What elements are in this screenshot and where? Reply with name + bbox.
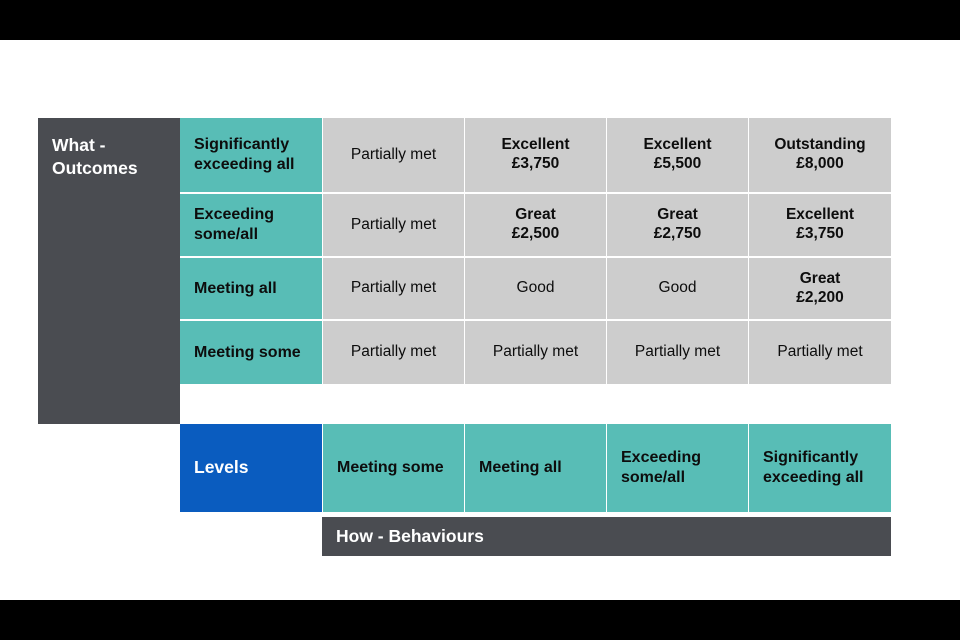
level-cell-2-line1: Meeting all [479,459,562,477]
matrix-cell-r2c4: Excellent £3,750 [749,194,891,256]
matrix-cell-r1c1: Partially met [323,118,464,192]
levels-row-label: Levels [180,424,322,512]
what-outcomes-line1: What - [52,135,106,155]
matrix-cell-r4c3-rating: Partially met [634,343,721,361]
matrix-cell-r1c4-rating: Outstanding [774,136,866,154]
levels-label-text: Levels [194,457,249,478]
matrix-cell-r4c2: Partially met [465,321,606,384]
outcome-label-exceeding-some-all: Exceeding some/all [180,194,322,256]
matrix-cell-r2c2-rating: Great [515,206,556,224]
how-behaviours-text: How - Behaviours [336,526,484,546]
matrix-cell-r1c3: Excellent £5,500 [607,118,748,192]
matrix-cell-r1c2: Excellent £3,750 [465,118,606,192]
outcome-label-meeting-all: Meeting all [180,258,322,319]
how-behaviours-axis-label: How - Behaviours [322,517,891,556]
outcome-label-significantly-exceeding-all: Significantly exceeding all [180,118,322,192]
outcome-label-row3-line1: Meeting all [194,279,277,297]
level-cell-1-line1: Meeting some [337,459,444,477]
matrix-cell-r4c2-rating: Partially met [492,343,579,361]
outcome-label-row2-line1: Exceeding [194,206,275,224]
matrix-cell-r2c1: Partially met [323,194,464,256]
level-cell-4-line1: Significantly [763,449,859,467]
matrix-cell-r3c3-rating: Good [658,279,697,297]
matrix-cell-r2c4-amount: £3,750 [796,225,844,242]
level-cell-3-line1: Exceeding [621,449,702,467]
outcome-label-row4-line1: Meeting some [194,343,301,361]
matrix-cell-r2c1-rating: Partially met [350,215,437,233]
matrix-cell-r1c3-rating: Excellent [643,136,712,154]
matrix-cell-r1c1-rating: Partially met [350,145,437,163]
matrix-cell-r4c1-rating: Partially met [350,343,437,361]
outcome-label-row1-line2: exceeding all [194,156,295,173]
level-cell-meeting-some: Meeting some [323,424,464,512]
what-outcomes-axis-label: What - Outcomes [38,118,180,424]
level-cell-significantly-exceeding-all: Significantly exceeding all [749,424,891,512]
matrix-cell-r2c4-rating: Excellent [785,206,855,224]
level-cell-exceeding-some-all: Exceeding some/all [607,424,748,512]
matrix-cell-r3c1: Partially met [323,258,464,319]
matrix-cell-r3c4-rating: Great [799,269,841,287]
matrix-cell-r1c3-amount: £5,500 [653,155,702,172]
matrix-cell-r4c4-rating: Partially met [777,343,863,361]
what-outcomes-line2: Outcomes [52,158,138,179]
matrix-cell-r2c3-rating: Great [657,206,698,224]
matrix-cell-r3c4: Great £2,200 [749,258,891,319]
matrix-cell-r4c4: Partially met [749,321,891,384]
matrix-cell-r1c4: Outstanding £8,000 [749,118,891,192]
level-cell-4-line2: exceeding all [763,469,864,486]
matrix-cell-r4c3: Partially met [607,321,748,384]
matrix-cell-r3c1-rating: Partially met [350,279,437,297]
matrix-cell-r4c1: Partially met [323,321,464,384]
matrix-cell-r1c2-rating: Excellent [501,136,570,154]
outcome-label-meeting-some: Meeting some [180,321,322,384]
matrix-cell-r3c2-rating: Good [516,279,555,297]
matrix-cell-r2c2-amount: £2,500 [511,225,560,242]
level-cell-3-line2: some/all [621,469,686,486]
slide-canvas: What - Outcomes Significantly exceeding … [0,40,960,600]
outcome-label-row1-line1: Significantly [194,136,290,154]
matrix-cell-r3c3: Good [607,258,748,319]
matrix-cell-r3c4-amount: £2,200 [796,288,844,306]
outcome-label-row2-line2: some/all [194,226,259,243]
matrix-cell-r2c3-amount: £2,750 [653,225,702,242]
matrix-cell-r2c3: Great £2,750 [607,194,748,256]
performance-matrix: What - Outcomes Significantly exceeding … [38,118,891,556]
what-outcomes-text: What - Outcomes [52,134,138,180]
matrix-cell-r1c4-amount: £8,000 [796,155,844,172]
matrix-cell-r1c2-amount: £3,750 [511,155,560,172]
matrix-cell-r2c2: Great £2,500 [465,194,606,256]
level-cell-meeting-all: Meeting all [465,424,606,512]
matrix-cell-r3c2: Good [465,258,606,319]
